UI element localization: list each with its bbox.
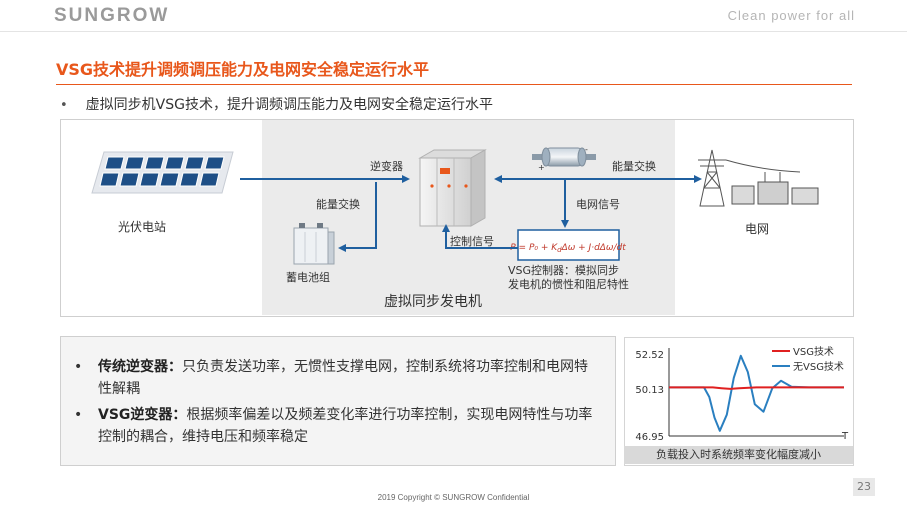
solar-panel-icon — [91, 151, 234, 194]
note-text: 只负责发送功率，无惯性支撑电网，控制系统将功率控制和电网特性解耦 — [98, 359, 588, 397]
y-tick-label: 46.95 — [635, 432, 664, 443]
note-bullet: • — [74, 359, 83, 375]
title-underline — [56, 84, 852, 85]
pv-station-label: 光伏电站 — [118, 220, 167, 234]
chart-caption: 负载投入时系统频率变化幅度减小 — [624, 446, 853, 464]
grid-signal-label: 电网信号 — [576, 198, 620, 211]
slide-title: VSG技术提升调频调压能力及电网安全稳定运行水平 — [56, 60, 430, 79]
copyright-notice: 2019 Copyright © SUNGROW Confidential — [377, 493, 530, 502]
inverter-cabinet-icon — [418, 149, 487, 227]
series-line-0 — [669, 386, 844, 390]
vsg-controller-box — [517, 229, 620, 261]
note-traditional-inverter: • 传统逆变器：只负责发送功率，无惯性支撑电网，控制系统将功率控制和电网特性解耦 — [74, 356, 599, 400]
y-tick-label: 50.13 — [635, 385, 664, 396]
note-term: VSG逆变器： — [98, 407, 187, 423]
page-number: 23 — [853, 478, 875, 496]
svg-text:-: - — [585, 145, 588, 154]
comparison-notes-box — [60, 336, 616, 466]
inverter-to-battery-arrow — [338, 182, 377, 252]
note-vsg-inverter: • VSG逆变器：根据频率偏差以及频差变化率进行功率控制，实现电网特性与功率控制… — [74, 404, 599, 448]
vsg-controller-label: VSG控制器：模拟同步 发电机的惯性和阻尼特性 — [508, 264, 629, 292]
virtual-generator-label: 虚拟同步发电机 — [384, 294, 482, 310]
x-axis-label: T — [841, 431, 849, 442]
note-term: 传统逆变器： — [98, 359, 182, 375]
note-bullet: • — [74, 407, 83, 423]
legend-label: VSG技术 — [793, 345, 834, 358]
battery-label: 蓄电池组 — [286, 271, 330, 284]
grid-label: 电网 — [745, 222, 770, 236]
vsg-controller-line-1: VSG控制器：模拟同步 — [508, 264, 620, 277]
company-logo: SUNGROW — [54, 5, 170, 26]
tagline: Clean power for all — [727, 8, 855, 23]
legend-label: 无VSG技术 — [793, 360, 844, 373]
header-divider — [0, 31, 907, 32]
y-tick-label: 52.52 — [635, 350, 664, 361]
inverter-label: 逆变器 — [370, 160, 403, 173]
bullet-marker: • — [60, 98, 68, 113]
intro-bullet: • 虚拟同步机VSG技术，提升调频调压能力及电网安全稳定运行水平 — [60, 94, 493, 114]
power-grid-icon — [698, 149, 819, 207]
control-signal-arrow — [442, 224, 518, 249]
battery-icon — [293, 223, 335, 265]
diagram-graphics: + - P = P₀ + KdΔω + J·dΔω/dt — [91, 145, 819, 265]
control-signal-label: 控制信号 — [450, 235, 494, 248]
energy-exchange-right-label: 能量交换 — [612, 160, 656, 173]
rotor-icon: + - — [532, 145, 596, 172]
vsg-formula: P = P₀ + KdΔω + J·dΔω/dt — [510, 243, 626, 254]
vsg-controller-line-2: 发电机的惯性和阻尼特性 — [508, 278, 629, 291]
intro-bullet-text: 虚拟同步机VSG技术，提升调频调压能力及电网安全稳定运行水平 — [85, 97, 493, 113]
energy-exchange-left-label: 能量交换 — [316, 198, 360, 211]
svg-text:+: + — [538, 163, 545, 172]
note-text: 根据频率偏差以及频差变化率进行功率控制，实现电网特性与功率控制的耦合，维持电压和… — [98, 407, 593, 445]
